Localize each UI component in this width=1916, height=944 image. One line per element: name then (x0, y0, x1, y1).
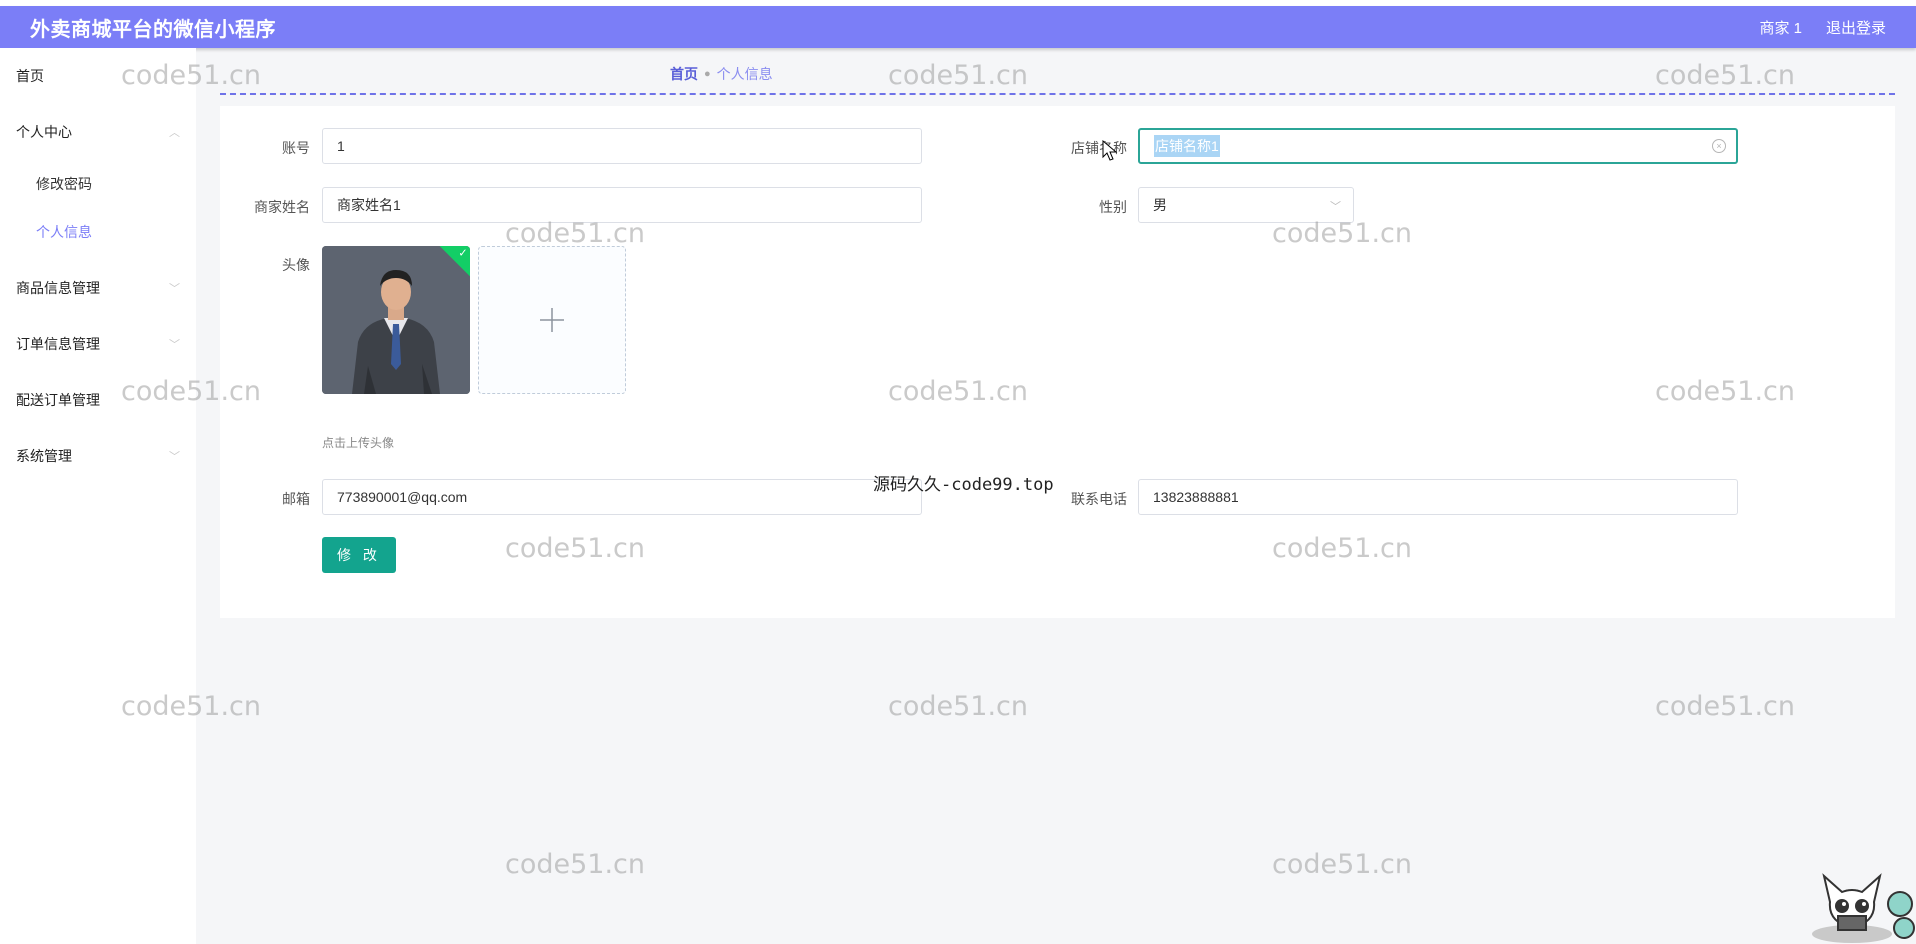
watermark: code51.cn (888, 691, 1029, 722)
merchant-name-label: 商家姓名 (254, 199, 310, 215)
breadcrumb-separator-icon: ● (704, 68, 711, 80)
sidebar-item-system-management[interactable]: 系统管理 ﹀ (0, 428, 196, 484)
phone-input[interactable]: 13823888881 (1138, 479, 1738, 515)
breadcrumb: 首页 ● 个人信息 (670, 64, 773, 84)
sidebar-item-personal-center[interactable]: 个人中心 ︿ (0, 104, 196, 160)
sidebar-item-personal-info[interactable]: 个人信息 (0, 208, 196, 256)
gender-label: 性别 (1099, 199, 1127, 215)
sidebar-item-order-management[interactable]: 订单信息管理 ﹀ (0, 316, 196, 372)
check-icon: ✓ (458, 247, 468, 260)
chevron-down-icon: ﹀ (169, 283, 180, 295)
account-input[interactable]: 1 (322, 128, 922, 164)
watermark: code51.cn (1655, 691, 1796, 722)
chevron-down-icon: ﹀ (169, 451, 180, 463)
sidebar-item-label: 首页 (16, 68, 44, 84)
phone-value: 13823888881 (1153, 489, 1239, 505)
plus-icon (540, 308, 564, 332)
submit-button[interactable]: 修 改 (322, 537, 396, 573)
email-value: 773890001@qq.com (337, 489, 468, 505)
shop-name-input[interactable]: 店铺名称1 × (1138, 128, 1738, 164)
personal-info-form (220, 106, 1895, 618)
logout-link[interactable]: 退出登录 (1825, 19, 1886, 37)
phone-label: 联系电话 (1071, 491, 1127, 507)
top-strip (0, 0, 1916, 6)
email-label: 邮箱 (282, 491, 310, 507)
sidebar-item-label: 配送订单管理 (16, 392, 100, 408)
shop-name-value: 店铺名称1 (1154, 135, 1220, 157)
breadcrumb-divider (220, 93, 1895, 95)
sidebar-item-label: 个人中心 (16, 124, 72, 140)
avatar-label: 头像 (282, 257, 310, 273)
sidebar-item-delivery-management[interactable]: 配送订单管理 (0, 372, 196, 428)
watermark: code51.cn (505, 849, 646, 880)
watermark: code51.cn (1272, 849, 1413, 880)
chevron-down-icon: ﹀ (1330, 201, 1341, 213)
app-header: 外卖商城平台的微信小程序 商家 1 退出登录 (0, 6, 1916, 48)
gender-select[interactable]: 男 ﹀ (1138, 187, 1354, 223)
avatar-upload-button[interactable] (478, 246, 626, 394)
sidebar-item-label: 商品信息管理 (16, 280, 100, 296)
breadcrumb-current: 个人信息 (716, 66, 773, 82)
cat-mascot-icon (1812, 873, 1915, 943)
sidebar-item-label: 系统管理 (16, 448, 72, 464)
sidebar-item-home[interactable]: 首页 (0, 48, 196, 104)
person-photo-icon (322, 246, 470, 394)
sidebar-item-product-management[interactable]: 商品信息管理 ﹀ (0, 260, 196, 316)
chevron-down-icon: ﹀ (169, 339, 180, 351)
app-title: 外卖商城平台的微信小程序 (30, 18, 276, 41)
sidebar-item-label: 订单信息管理 (16, 336, 100, 352)
sidebar-item-label: 个人信息 (36, 224, 92, 240)
sidebar-item-change-password[interactable]: 修改密码 (0, 160, 196, 208)
header-actions: 商家 1 退出登录 (1759, 17, 1886, 38)
chevron-up-icon: ︿ (169, 127, 180, 139)
sidebar: 首页 个人中心 ︿ 修改密码 个人信息 商品信息管理 ﹀ 订单信息管理 ﹀ 配送… (0, 48, 196, 944)
gender-value: 男 (1153, 197, 1167, 213)
sidebar-item-label: 修改密码 (36, 176, 92, 192)
watermark: code51.cn (888, 60, 1029, 91)
email-input[interactable]: 773890001@qq.com (322, 479, 922, 515)
current-user[interactable]: 商家 1 (1759, 19, 1802, 37)
avatar-upload-hint: 点击上传头像 (322, 436, 395, 450)
watermark: code51.cn (1655, 60, 1796, 91)
account-label: 账号 (282, 140, 310, 156)
breadcrumb-home[interactable]: 首页 (670, 66, 698, 82)
shop-name-label: 店铺名称 (1071, 140, 1127, 156)
avatar-thumbnail[interactable]: ✓ (322, 246, 470, 394)
account-value: 1 (337, 138, 345, 154)
merchant-name-input[interactable]: 商家姓名1 (322, 187, 922, 223)
merchant-name-value: 商家姓名1 (337, 197, 401, 213)
clear-icon[interactable]: × (1712, 139, 1726, 153)
